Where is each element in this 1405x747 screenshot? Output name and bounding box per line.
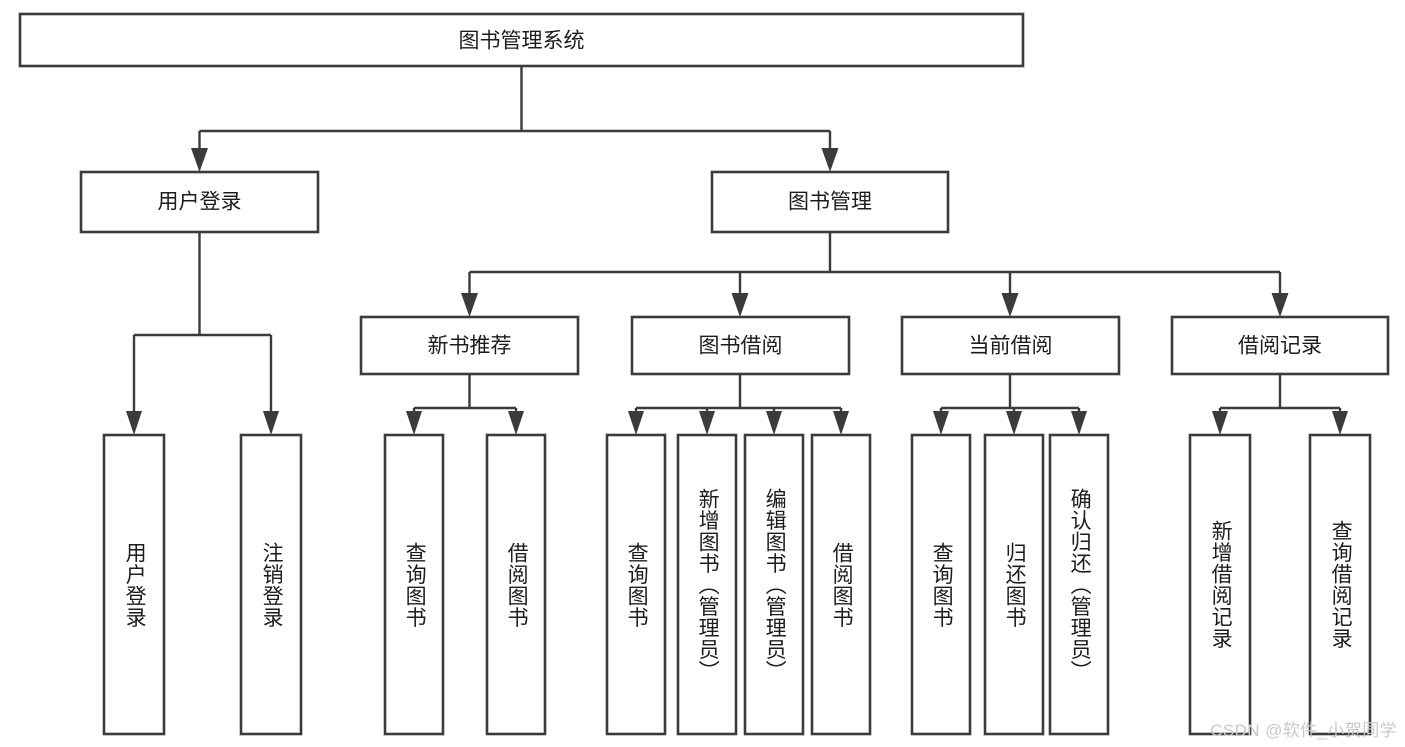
node-root[interactable] (18, 12, 1025, 68)
node-new-book-rec-label: 新书推荐 (428, 335, 512, 358)
node-book-borrow-label: 图书借阅 (699, 335, 783, 358)
node-user-login-label: 用户登录 (158, 191, 242, 214)
arrow-to-borrow-record (1271, 293, 1289, 317)
node-root-label: 图书管理系统 (459, 30, 585, 53)
node-user-login[interactable] (79, 170, 320, 234)
node-leaf-borrow-add[interactable] (676, 433, 738, 736)
node-new-book-rec[interactable] (359, 315, 580, 376)
node-leaf-user-login[interactable] (102, 433, 166, 736)
arrow-book-borrow-leaf-1 (628, 411, 644, 435)
arrow-user-login-leaf-1 (126, 411, 142, 435)
arrow-root-to-user-login (191, 148, 208, 172)
arrow-book-borrow-leaf-3 (766, 411, 782, 435)
node-leaf-borrow-query[interactable] (605, 433, 667, 736)
arrow-current-borrow-leaf-2 (1006, 411, 1022, 435)
arrow-to-book-borrow (731, 293, 749, 317)
arrow-book-borrow-leaf-4 (833, 411, 849, 435)
arrow-borrow-record-leaf-1 (1212, 411, 1228, 435)
arrow-to-current-borrow (1001, 293, 1019, 317)
arrow-root-to-book-manage (821, 148, 839, 172)
node-leaf-user-logout[interactable] (239, 433, 303, 736)
node-borrow-record-label: 借阅记录 (1238, 335, 1322, 358)
node-borrow-record[interactable] (1170, 315, 1390, 376)
node-book-borrow[interactable] (630, 315, 851, 376)
node-leaf-cur-confirm[interactable] (1048, 433, 1110, 736)
node-leaf-rec-add[interactable] (1188, 433, 1252, 736)
arrow-borrow-record-leaf-2 (1332, 411, 1348, 435)
node-book-manage-label: 图书管理 (788, 191, 872, 214)
node-book-manage[interactable] (710, 170, 950, 234)
node-leaf-cur-query[interactable] (910, 433, 972, 736)
arrow-new-book-rec-leaf-1 (406, 411, 422, 435)
node-leaf-cur-return[interactable] (983, 433, 1045, 736)
connector-layer (126, 66, 1348, 435)
arrow-current-borrow-leaf-3 (1071, 411, 1087, 435)
node-leaf-rec-query2[interactable] (1308, 433, 1372, 736)
node-leaf-rec-query[interactable] (383, 433, 445, 736)
csdn-watermark: CSDN @软件_小贺同学 (1210, 721, 1397, 740)
node-current-borrow[interactable] (900, 315, 1121, 376)
arrow-new-book-rec-leaf-2 (508, 411, 524, 435)
arrow-to-new-book-rec (461, 293, 478, 317)
node-leaf-borrow-do[interactable] (810, 433, 872, 736)
arrow-current-borrow-leaf-1 (933, 411, 949, 435)
arrow-book-borrow-leaf-2 (699, 411, 715, 435)
node-current-borrow-label: 当前借阅 (969, 335, 1053, 358)
node-leaf-rec-borrow[interactable] (485, 433, 547, 736)
node-layer: 图书管理系统 用户登录 图书管理 新书推荐 图书借阅 当前借阅 借阅记录 (18, 12, 1390, 736)
arrow-user-login-leaf-2 (263, 411, 279, 435)
node-leaf-borrow-edit[interactable] (743, 433, 805, 736)
